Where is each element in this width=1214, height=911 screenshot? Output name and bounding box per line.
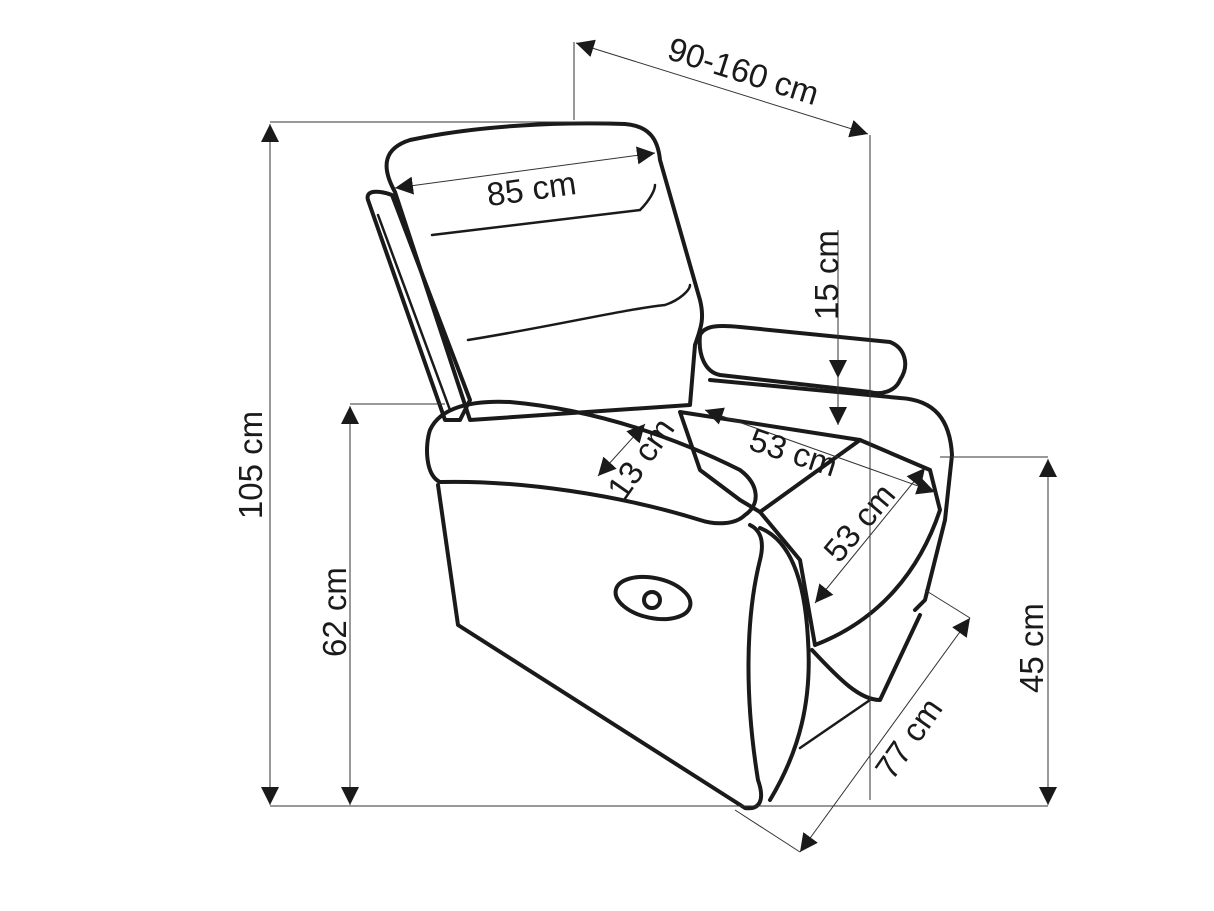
footrest-base — [810, 613, 922, 702]
left-side-panel — [436, 483, 764, 811]
recline-lever-knob — [642, 590, 662, 610]
dim-line-width — [394, 146, 656, 195]
dim-line-depth — [799, 617, 971, 853]
right-arm-front — [708, 378, 954, 612]
label-armrest-above-seat: 15 cm — [808, 230, 845, 320]
left-side-frame — [365, 189, 472, 422]
label-armrest-width: 13 cm — [600, 411, 682, 506]
label-seat-height: 45 cm — [1013, 603, 1050, 693]
label-depth: 77 cm — [868, 691, 950, 786]
label-reclined-depth: 90-160 cm — [664, 30, 824, 112]
label-width: 85 cm — [484, 164, 578, 213]
base-line — [798, 698, 872, 750]
right-armrest — [697, 324, 908, 396]
dim-line-seat-depth — [814, 467, 926, 604]
label-seat-depth: 53 cm — [816, 476, 902, 569]
left-side-frame-inner — [376, 213, 452, 412]
left-armrest — [425, 399, 758, 526]
recline-lever-plate — [613, 574, 693, 622]
label-armrest-height: 62 cm — [316, 567, 353, 657]
dimension-lines — [261, 39, 1057, 853]
dim-line-armrest-width — [597, 423, 646, 477]
backrest-seam-2 — [466, 283, 692, 342]
dim-line-reclined-depth — [575, 39, 869, 138]
recliner-chair-drawing — [365, 121, 954, 811]
label-total-height: 105 cm — [232, 411, 269, 519]
